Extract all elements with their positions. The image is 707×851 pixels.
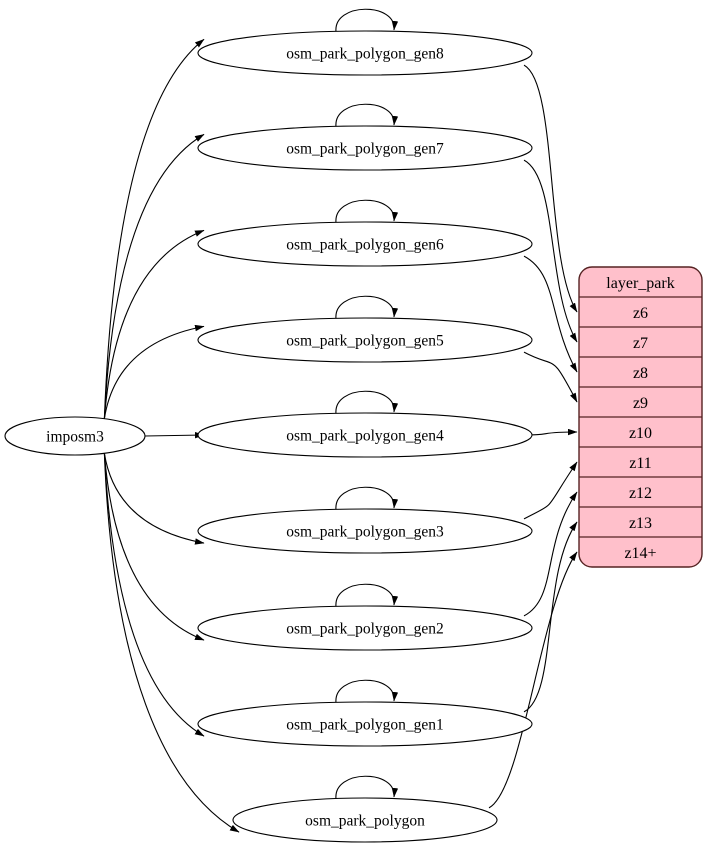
node-gen4[interactable]: osm_park_polygon_gen4: [197, 412, 533, 458]
node-gen2[interactable]: osm_park_polygon_gen2: [197, 605, 533, 651]
ellipse-gen7: [197, 125, 533, 171]
table-row[interactable]: z6: [579, 297, 702, 327]
row-label-z13: z13: [629, 515, 652, 532]
edge-gen1-to-z13: [523, 521, 578, 713]
label-gen4: osm_park_polygon_gen4: [286, 428, 444, 445]
layer-park-header-label: layer_park: [606, 275, 674, 292]
ellipse-gen4: [197, 412, 533, 458]
self-loop-gen1: [335, 679, 399, 704]
ellipse-gen6: [197, 221, 533, 267]
node-imposm3[interactable]: imposm3: [4, 416, 146, 456]
table-row[interactable]: z12: [579, 477, 702, 507]
table-row[interactable]: z13: [579, 507, 702, 537]
node-gen1[interactable]: osm_park_polygon_gen1: [197, 701, 533, 747]
edge-base-to-z14plus: [488, 551, 578, 809]
self-loop-gen8: [335, 8, 399, 33]
row-label-z6: z6: [633, 305, 648, 322]
self-loop-gen5: [335, 295, 399, 320]
label-gen7: osm_park_polygon_gen7: [286, 141, 444, 158]
edge-gen6-to-z8: [523, 255, 578, 373]
imposm3-ellipse: [4, 416, 146, 456]
self-loop-base: [335, 775, 399, 800]
ellipse-gen2: [197, 605, 533, 651]
edge-gen5-to-z9: [523, 351, 578, 403]
edge-imposm3-to-gen3: [103, 453, 205, 545]
label-gen3: osm_park_polygon_gen3: [286, 524, 444, 541]
node-gen8[interactable]: osm_park_polygon_gen8: [197, 30, 533, 76]
ellipse-base: [232, 797, 498, 843]
row-label-z10: z10: [629, 425, 652, 442]
row-label-z11: z11: [629, 455, 652, 472]
self-loop-gen3: [335, 486, 399, 511]
node-base[interactable]: osm_park_polygon: [232, 797, 498, 843]
label-gen5: osm_park_polygon_gen5: [286, 333, 444, 350]
label-gen1: osm_park_polygon_gen1: [286, 717, 444, 734]
table-row[interactable]: z14+: [579, 537, 702, 567]
edge-gen2-to-z12: [523, 491, 578, 617]
self-loop-gen2: [335, 583, 399, 608]
row-label-z14plus: z14+: [624, 545, 656, 562]
row-label-z9: z9: [633, 395, 648, 412]
edge-imposm3-to-gen7: [103, 133, 205, 419]
node-gen5[interactable]: osm_park_polygon_gen5: [197, 317, 533, 363]
edges-layer: [103, 8, 578, 833]
ellipse-gen8: [197, 30, 533, 76]
ellipse-gen3: [197, 508, 533, 554]
table-row[interactable]: z7: [579, 327, 702, 357]
self-loop-gen7: [335, 103, 399, 128]
edge-imposm3-to-gen2: [103, 453, 205, 641]
node-gen3[interactable]: osm_park_polygon_gen3: [197, 508, 533, 554]
edge-imposm3-to-base: [103, 453, 240, 833]
edge-imposm3-to-gen1: [103, 453, 205, 737]
table-row[interactable]: z10: [579, 417, 702, 447]
edge-gen8-to-z6: [523, 64, 578, 313]
layer-park-group[interactable]: layer_park z6 z7 z8 z9 z10 z11 z12 z13 z14+: [578, 266, 703, 568]
ellipse-gen5: [197, 317, 533, 363]
label-gen8: osm_park_polygon_gen8: [286, 46, 444, 63]
label-base: osm_park_polygon: [305, 813, 425, 830]
table-row[interactable]: z8: [579, 357, 702, 387]
row-label-z12: z12: [629, 485, 652, 502]
self-loop-gen4: [335, 390, 399, 415]
imposm3-label: imposm3: [46, 429, 104, 446]
row-label-z7: z7: [633, 335, 648, 352]
nodes-layer: imposm3 osm_park_polygon_gen8 osm_park_pol…: [4, 30, 533, 843]
layer-park-table: layer_park z6 z7 z8 z9 z10 z11 z12 z13 z14+: [578, 266, 703, 568]
edge-gen7-to-z7: [523, 159, 578, 343]
edge-imposm3-to-gen6: [103, 229, 205, 419]
row-label-z8: z8: [633, 365, 648, 382]
edge-imposm3-to-gen5: [103, 324, 205, 419]
ellipse-gen1: [197, 701, 533, 747]
edge-imposm3-to-gen4: [144, 431, 205, 439]
table-row[interactable]: z9: [579, 387, 702, 417]
edge-imposm3-to-gen8: [103, 38, 205, 419]
table-row[interactable]: z11: [579, 447, 702, 477]
node-gen7[interactable]: osm_park_polygon_gen7: [197, 125, 533, 171]
edge-gen3-to-z11: [523, 461, 578, 520]
label-gen2: osm_park_polygon_gen2: [286, 621, 444, 638]
self-loop-gen6: [335, 199, 399, 224]
node-gen6[interactable]: osm_park_polygon_gen6: [197, 221, 533, 267]
label-gen6: osm_park_polygon_gen6: [286, 237, 444, 254]
